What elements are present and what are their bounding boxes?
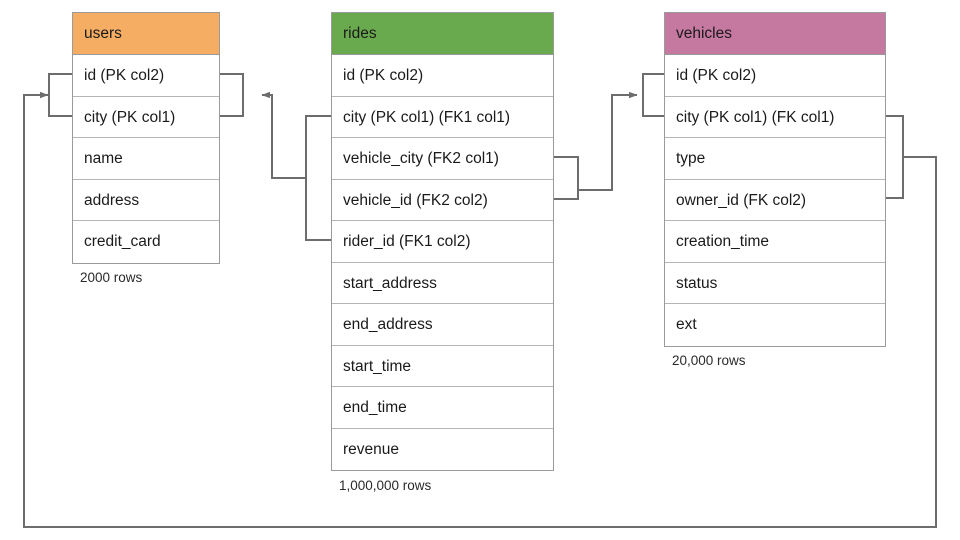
entity-rides[interactable]: rides id (PK col2) city (PK col1) (FK1 c… [331,12,554,471]
field-rides-start-time[interactable]: start_time [332,345,553,387]
field-users-id[interactable]: id (PK col2) [73,55,219,97]
edge-rides-to-users-trunk [261,91,306,179]
edge-vehicles-left-bracket [642,73,664,117]
field-users-address[interactable]: address [73,179,219,221]
row-count-users: 2000 rows [80,270,143,285]
field-vehicles-owner-id[interactable]: owner_id (FK col2) [665,179,885,221]
field-rides-end-time[interactable]: end_time [332,387,553,429]
field-vehicles-status[interactable]: status [665,262,885,304]
edge-rides-to-vehicles-trunk [578,91,638,191]
row-count-rides: 1,000,000 rows [339,478,432,493]
field-vehicles-ext[interactable]: ext [665,304,885,346]
row-count-vehicles: 20,000 rows [672,353,746,368]
field-vehicles-city[interactable]: city (PK col1) (FK col1) [665,96,885,138]
field-rides-start-address[interactable]: start_address [332,262,553,304]
field-rides-revenue[interactable]: revenue [332,428,553,470]
edge-vehicles-right-bracket [886,115,904,199]
field-rides-city[interactable]: city (PK col1) (FK1 col1) [332,96,553,138]
entity-vehicles[interactable]: vehicles id (PK col2) city (PK col1) (FK… [664,12,886,347]
field-rides-id[interactable]: id (PK col2) [332,55,553,97]
edge-rides-to-vehicles-vehicleid [554,190,579,200]
edge-users-left-bracket [48,73,72,117]
entity-rides-header: rides [332,13,553,55]
field-vehicles-id[interactable]: id (PK col2) [665,55,885,97]
field-rides-rider-id[interactable]: rider_id (FK1 col2) [332,221,553,263]
edge-rides-to-users-riderid [305,178,331,241]
entity-vehicles-header: vehicles [665,13,885,55]
field-rides-end-address[interactable]: end_address [332,304,553,346]
field-users-city[interactable]: city (PK col1) [73,96,219,138]
edge-rides-to-vehicles-vehiclecity [554,156,579,190]
field-rides-vehicle-id[interactable]: vehicle_id (FK2 col2) [332,179,553,221]
entity-users-header: users [73,13,219,55]
entity-users[interactable]: users id (PK col2) city (PK col1) name a… [72,12,220,264]
field-users-credit-card[interactable]: credit_card [73,221,219,263]
edge-users-right-bracket [220,73,244,117]
field-users-name[interactable]: name [73,138,219,180]
field-rides-vehicle-city[interactable]: vehicle_city (FK2 col1) [332,138,553,180]
edge-rides-to-users-city [305,115,331,178]
field-vehicles-type[interactable]: type [665,138,885,180]
field-vehicles-creation-time[interactable]: creation_time [665,221,885,263]
